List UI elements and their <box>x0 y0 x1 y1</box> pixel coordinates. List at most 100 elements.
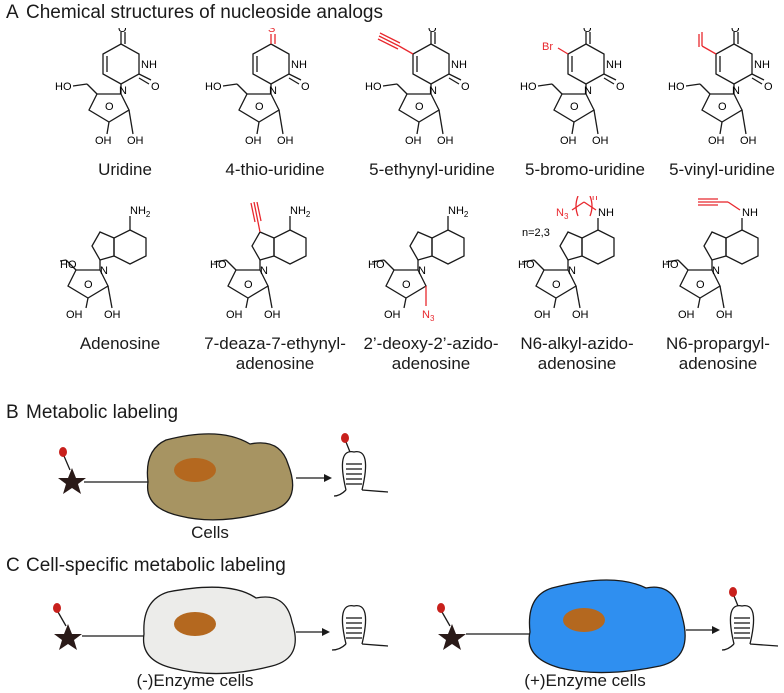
labeled-nucleoside-icon-c-left <box>53 603 82 650</box>
label-adenosine: Adenosine <box>60 334 180 354</box>
thiouridine-n1: N <box>269 85 277 97</box>
alkylazido-n9: N <box>568 265 576 277</box>
bromouridine-ho: HO <box>520 81 537 93</box>
section-a-letter: A <box>6 2 19 23</box>
deaza-ethynyl-adenosine-structure: NH2 N O OH OH HO <box>210 202 311 321</box>
adenosine-oh3: OH <box>66 309 83 321</box>
alkylazido-ring-o: O <box>552 279 561 291</box>
thiouridine-s: S <box>268 28 275 35</box>
vinyluridine-n1: N <box>732 85 740 97</box>
labeled-nucleoside-icon-c-right <box>437 603 466 650</box>
vinyluridine-oh2: OH <box>740 135 757 147</box>
deaza-ring-o: O <box>244 279 253 291</box>
label-alkylazido-line2: adenosine <box>537 354 617 373</box>
deaza-ho: HO <box>210 259 227 271</box>
ethynyluridine-o2: O <box>461 81 470 93</box>
uridine-structure: O NH O N O HO OH OH <box>55 28 160 147</box>
alkylazido-oh3: OH <box>534 309 551 321</box>
thiouridine-ho: HO <box>205 81 222 93</box>
ethynyluridine-nh: NH <box>451 59 467 71</box>
deaza-oh3: OH <box>226 309 243 321</box>
label-deaza-line2: adenosine <box>235 354 315 373</box>
azidoade-n3: N3 <box>422 309 435 322</box>
bromouridine-ring-o: O <box>570 101 579 113</box>
cell-b-label: Cells <box>191 523 229 542</box>
uridine-o2: O <box>151 81 160 93</box>
section-b-text: Metabolic labeling <box>26 402 179 423</box>
cell-b-body <box>146 433 294 521</box>
section-b-letter: B <box>6 402 19 423</box>
azidoade-nh2: NH2 <box>448 205 469 219</box>
propargyl-n9: N <box>712 265 720 277</box>
cell-c-right-label: (+)Enzyme cells <box>524 671 646 690</box>
labeled-rna-hairpin-b <box>333 441 389 497</box>
alkylazido-note: n=2,3 <box>522 227 550 239</box>
propargyl-oh2: OH <box>716 309 733 321</box>
section-c-letter: C <box>6 555 20 576</box>
label-bromouridine: 5-bromo-uridine <box>525 160 645 179</box>
label-uridine: Uridine <box>98 160 152 179</box>
thiouridine-o2: O <box>301 81 310 93</box>
propargyl-nh: NH <box>742 207 758 219</box>
alkylazido-oh2: OH <box>572 309 589 321</box>
cell-c-left-body <box>142 586 296 675</box>
cell-c-right-body <box>528 579 686 674</box>
arrowhead-b <box>324 474 332 482</box>
label-vinyluridine: 5-vinyl-uridine <box>669 160 775 179</box>
label-ethynyluridine: 5-ethynyl-uridine <box>369 160 495 179</box>
azidoade-n9: N <box>418 265 426 277</box>
label-adenosine-line1: Adenosine <box>79 334 161 353</box>
vinyluridine-structure: O NH O N O HO OH OH <box>668 28 773 147</box>
alkylazido-n-subscript: n <box>592 196 598 203</box>
panel-c-left-diagram <box>53 586 389 675</box>
adenosine-nh2: NH2 <box>130 205 151 219</box>
labeled-rna-hairpin-c-right <box>721 595 779 651</box>
deaza-n9: N <box>260 265 268 277</box>
rna-label-tag-c-right <box>729 587 737 597</box>
vinyluridine-o4: O <box>731 28 740 35</box>
adenosine-oh2: OH <box>104 309 121 321</box>
alkylazido-n3: N3 <box>556 207 569 221</box>
section-a-title: A Chemical structures of nucleoside analo… <box>6 2 383 24</box>
alkylazido-adenosine-structure: n=2,3 N3 n NH N O OH OH HO <box>518 196 615 321</box>
adenosine-structure: NH2 N O OH OH HO <box>60 205 151 321</box>
thiouridine-ring-o: O <box>255 101 264 113</box>
alkylazido-nh: NH <box>598 207 614 219</box>
labeled-nucleoside-icon <box>58 447 86 494</box>
thiouridine-oh3: OH <box>245 135 262 147</box>
ethynyluridine-structure: O NH O N O HO OH OH <box>365 28 470 147</box>
bromouridine-oh2: OH <box>592 135 609 147</box>
thiouridine-structure: S NH O N O HO OH OH <box>205 28 310 147</box>
bromouridine-structure: Br O NH O N O HO OH OH <box>520 28 625 147</box>
cell-c-left-nucleus <box>174 612 216 636</box>
adenosine-ho: HO <box>60 259 77 271</box>
vinyluridine-oh3: OH <box>708 135 725 147</box>
panel-b-diagram <box>58 433 389 521</box>
section-a-text: Chemical structures of nucleoside analog… <box>26 2 383 23</box>
deaza-nh2: NH2 <box>290 205 311 219</box>
uridine-n1: N <box>119 85 127 97</box>
propargyl-ho: HO <box>662 259 679 271</box>
propargyl-ring-o: O <box>696 279 705 291</box>
section-b-title: B Metabolic labeling <box>6 402 178 424</box>
bromouridine-o2: O <box>616 81 625 93</box>
panel-c-right-diagram <box>437 579 779 674</box>
cell-c-right-nucleus <box>563 608 605 632</box>
vinyluridine-ho: HO <box>668 81 685 93</box>
bromouridine-oh3: OH <box>560 135 577 147</box>
deaza-oh2: OH <box>264 309 281 321</box>
ethynyluridine-oh3: OH <box>405 135 422 147</box>
adenosine-n9: N <box>100 265 108 277</box>
propargyl-adenosine-structure: NH N O OH OH HO <box>662 198 759 321</box>
label-alkylazido-adenosine: N6-alkyl-azido- adenosine <box>512 334 642 374</box>
propargyl-oh3: OH <box>678 309 695 321</box>
azidoade-oh3: OH <box>384 309 401 321</box>
bromouridine-n1: N <box>584 85 592 97</box>
rna-label-tag-b <box>341 433 349 443</box>
label-azido-adenosine: 2’-deoxy-2’-azido- adenosine <box>356 334 506 374</box>
adenosine-ring-o: O <box>84 279 93 291</box>
vinyluridine-nh: NH <box>754 59 770 71</box>
label-deaza-line1: 7-deaza-7-ethynyl- <box>204 334 346 353</box>
bromouridine-br: Br <box>542 41 553 53</box>
